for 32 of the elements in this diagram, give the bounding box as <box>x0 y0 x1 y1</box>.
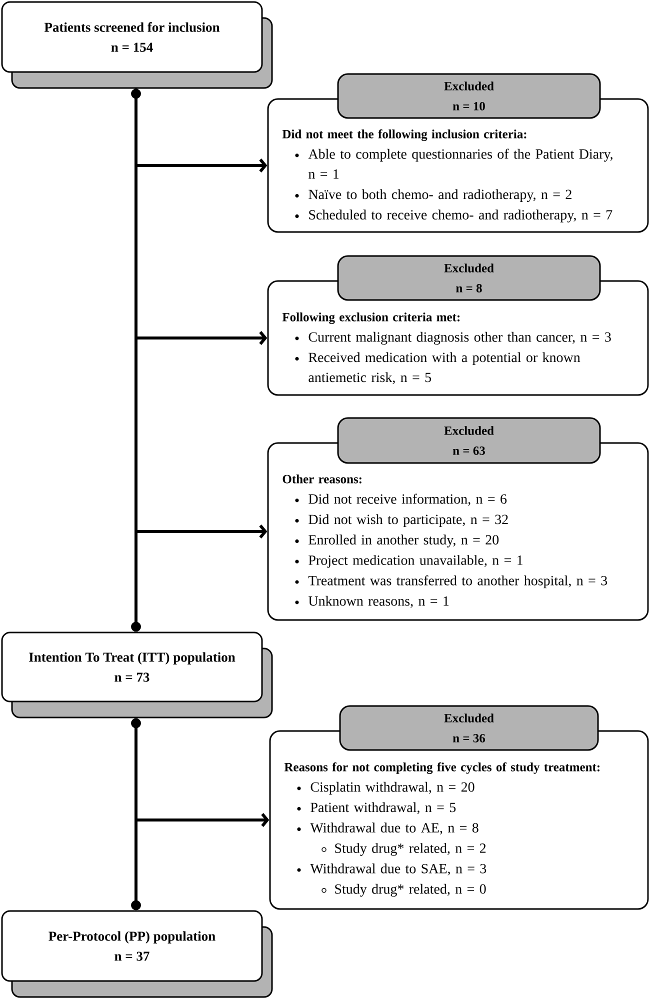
list-heading: Did not meet the following inclusion criteria: <box>282 129 526 141</box>
bullet-item: Enrolled in another study, n = 20 <box>295 534 499 548</box>
bullet-item: Unknown reasons, n = 1 <box>295 596 449 608</box>
bullet-item: Current malignant diagnosis other than cancer, n = 3 <box>295 332 611 345</box>
bullet-item: Naïve to both chemo- and radiotherapy, n = 2 <box>295 189 572 202</box>
arrow <box>134 718 270 827</box>
list-heading: Following exclusion criteria met: <box>282 312 460 324</box>
header-tab: Excluded n = 10 <box>337 73 601 119</box>
list-heading: Reasons for not completing five cycles of study treatment: <box>284 762 600 774</box>
header-tab: Excluded n = 8 <box>337 255 601 301</box>
bullet-item: Scheduled to receive chemo- and radiotherapy, n = 7 <box>295 210 612 222</box>
flow-box: Per-Protocol (PP) population n = 37 <box>1 910 273 998</box>
sub-bullet-item: Study drug* related, n = 2 <box>322 843 486 856</box>
flow-box: Intention To Treat (ITT) population n = 73 <box>1 632 273 718</box>
arrow <box>134 88 268 538</box>
bullet-item: Able to complete questionnaries of the Patient Diary, n = 1 <box>295 148 612 179</box>
header-tab: Excluded n = 36 <box>339 705 599 751</box>
bullet-item: Project medication unavailable, n = 1 <box>295 555 522 568</box>
bullet-item: Cisplatin withdrawal, n = 20 <box>297 782 474 795</box>
bullet-item: Treatment was transferred to another hospital, n = 3 <box>295 575 608 588</box>
sub-bullet-item: Study drug* related, n = 0 <box>322 884 486 897</box>
bullet-item: Received medication with a potential or known antiemetic risk, n = 5 <box>295 352 580 384</box>
list-heading: Other reasons: <box>282 474 362 484</box>
bullet-item: Did not receive information, n = 6 <box>295 494 507 506</box>
connector-line <box>131 718 141 910</box>
bullet-item: Withdrawal due to SAE, n = 3 <box>297 863 486 876</box>
bullet-item: Patient withdrawal, n = 5 <box>297 802 456 814</box>
connector-line <box>131 88 141 632</box>
bullet-item: Withdrawal due to AE, n = 8 <box>297 822 478 835</box>
flow-box: Patients screened for inclusion n = 154 <box>1 1 273 89</box>
bullet-item: Did not wish to participate, n = 32 <box>295 514 508 527</box>
header-tab: Excluded n = 63 <box>337 417 601 464</box>
